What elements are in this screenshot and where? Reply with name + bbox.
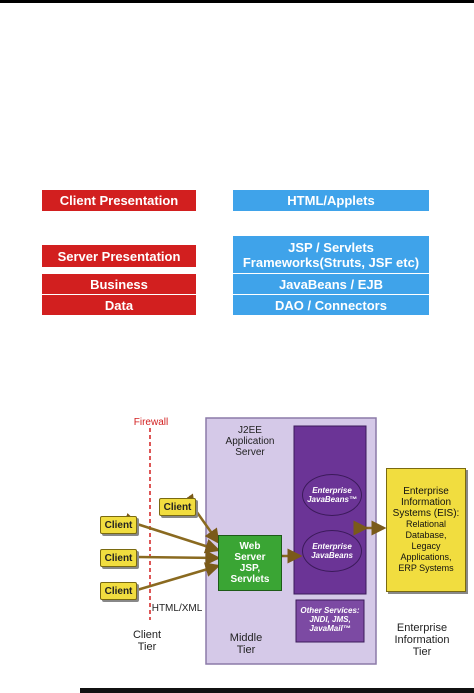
web-server-line4: Servlets <box>230 574 270 585</box>
web-server-line3: JSP, <box>239 563 261 574</box>
j2ee-line2: Application <box>225 436 275 447</box>
data-label: Data <box>42 295 196 315</box>
eis-tier-line3: Tier <box>412 646 432 658</box>
arrow-client3 <box>122 562 221 601</box>
client-box-1: Client <box>100 516 137 534</box>
j2ee-line1: J2EE <box>238 425 262 436</box>
web-server-box: Web Server JSP, Servlets <box>218 535 282 591</box>
html-xml-label: HTML/XML <box>151 603 203 614</box>
other-line3: JavaMail™ <box>309 624 351 633</box>
bottom-border <box>80 688 474 693</box>
eis-line8: ERP Systems <box>398 563 454 573</box>
client-box-2: Client <box>100 549 137 567</box>
eis-tier-line2: Information <box>394 634 450 646</box>
eis-line2: Information <box>400 497 452 508</box>
ejb1-line2: JavaBeans™ <box>307 495 357 504</box>
eis-line1: Enterprise <box>403 486 449 497</box>
j2ee-server-title: J2EE Application Server <box>210 425 290 458</box>
eis-line4: Relational <box>405 519 447 529</box>
top-border <box>0 0 474 3</box>
eis-line5: Database, <box>405 530 447 540</box>
middle-tier-line1: Middle <box>229 632 263 644</box>
arrow-client2 <box>124 549 221 566</box>
middle-tier-line2: Tier <box>236 644 256 656</box>
jsp-servlets-label: JSP / Servlets Frameworks(Struts, JSF et… <box>233 236 429 273</box>
eis-line7: Applications, <box>400 552 452 562</box>
web-server-line2: Server <box>234 552 266 563</box>
other-services-box <box>295 599 365 643</box>
client-presentation-label: Client Presentation <box>42 190 196 211</box>
jsp-servlets-line2: Frameworks(Struts, JSF etc) <box>242 254 420 270</box>
middle-tier-label: Middle Tier <box>218 632 274 656</box>
client-box-3: Client <box>100 582 137 600</box>
client-box-top: Client <box>159 498 196 516</box>
other-line2: JNDI, JMS, <box>309 615 351 624</box>
arrow-client-top <box>180 493 220 545</box>
eis-tier-label: Enterprise Information Tier <box>384 622 460 658</box>
eis-box: Enterprise Information Systems (EIS): Re… <box>386 468 466 592</box>
j2ee-line3: Server <box>235 447 265 458</box>
firewall-label: Firewall <box>133 417 169 428</box>
arrow-client1 <box>122 513 221 554</box>
javabeans-ejb-label: JavaBeans / EJB <box>233 274 429 294</box>
ejb2-line1: Enterprise <box>312 542 352 551</box>
dao-connectors-label: DAO / Connectors <box>233 295 429 315</box>
eis-line3: Systems (EIS): <box>392 508 460 519</box>
enterprise-javabeans-2: Enterprise JavaBeans <box>302 530 362 572</box>
client-tier-line2: Tier <box>137 641 157 653</box>
eis-line6: Legacy <box>411 541 441 551</box>
server-presentation-label: Server Presentation <box>42 245 196 267</box>
eis-tier-line1: Enterprise <box>396 622 448 634</box>
other-services-label: Other Services: JNDI, JMS, JavaMail™ <box>296 606 364 633</box>
ejb1-line1: Enterprise <box>312 486 352 495</box>
client-tier-line1: Client <box>132 629 162 641</box>
client-tier-label: Client Tier <box>120 629 174 653</box>
web-server-line1: Web <box>239 541 261 552</box>
jsp-servlets-line1: JSP / Servlets <box>288 239 374 255</box>
enterprise-javabeans-1: Enterprise JavaBeans™ <box>302 474 362 516</box>
ejb2-line2: JavaBeans <box>311 551 353 560</box>
html-applets-label: HTML/Applets <box>233 190 429 211</box>
business-label: Business <box>42 274 196 294</box>
other-line1: Other Services: <box>300 606 360 615</box>
